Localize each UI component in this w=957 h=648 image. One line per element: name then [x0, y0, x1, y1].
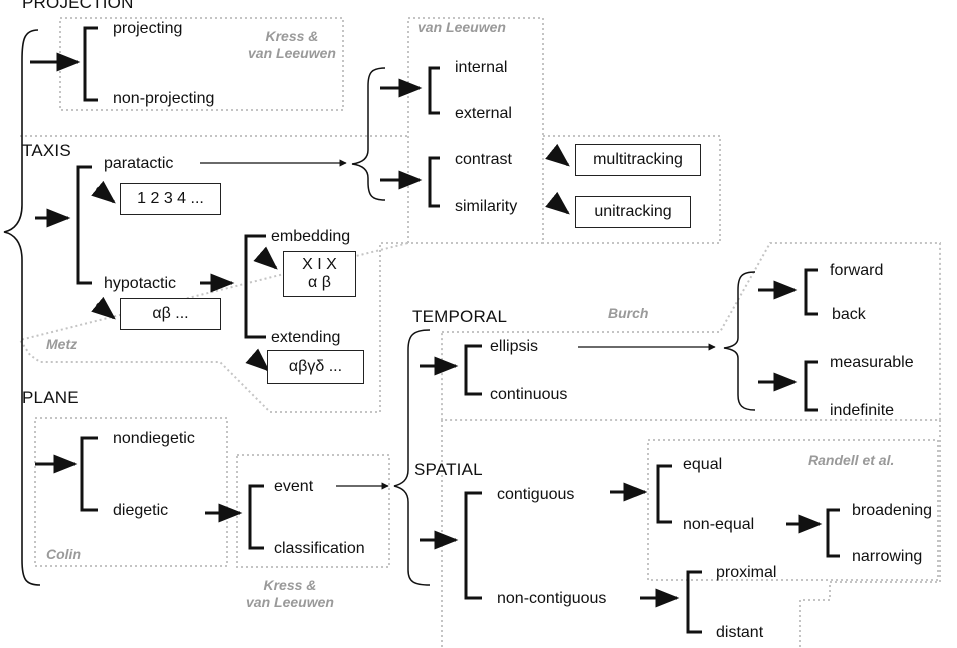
heading-spatial: SPATIAL: [414, 460, 483, 479]
box-unitracking: unitracking: [575, 196, 691, 228]
label-contiguous: contiguous: [497, 486, 575, 503]
label-non-projecting: non-projecting: [113, 90, 215, 107]
box-embedding-example: X I X α β: [283, 251, 356, 297]
label-broadening: broadening: [852, 502, 933, 519]
brackets: [30, 26, 840, 634]
label-contrast: contrast: [455, 151, 512, 168]
root-brace: [3, 29, 41, 586]
box-embed-bottom: α β: [308, 274, 331, 291]
label-extending: extending: [271, 329, 341, 346]
label-continuous: continuous: [490, 386, 568, 403]
label-projecting: projecting: [113, 20, 183, 37]
region-colin: [34, 417, 228, 567]
box-multitracking: multitracking: [575, 144, 701, 176]
label-equal: equal: [683, 456, 723, 473]
label-embedding: embedding: [271, 228, 351, 245]
heading-temporal: TEMPORAL: [412, 307, 508, 326]
heading-taxis: TAXIS: [22, 141, 71, 160]
source-burch: Burch: [608, 305, 649, 321]
label-ellipsis: ellipsis: [490, 338, 539, 355]
region-randell: [647, 439, 939, 581]
source-colin: Colin: [46, 546, 81, 562]
label-non-equal: non-equal: [683, 516, 755, 533]
box-numbers: 1 2 3 4 ...: [120, 183, 221, 215]
source-kress-van-leeuwen-2: Kress &van Leeuwen: [246, 577, 334, 610]
label-back: back: [832, 306, 866, 323]
region-burch: [441, 242, 941, 421]
label-distant: distant: [716, 624, 764, 641]
label-classification: classification: [274, 540, 365, 557]
label-forward: forward: [830, 262, 884, 279]
label-narrowing: narrowing: [852, 548, 923, 565]
source-metz: Metz: [46, 336, 78, 352]
label-diegetic: diegetic: [113, 502, 169, 519]
label-measurable: measurable: [830, 354, 914, 371]
label-proximal: proximal: [716, 564, 777, 581]
box-embed-top: X I X: [302, 255, 337, 273]
label-hypotactic: hypotactic: [104, 275, 177, 292]
label-nondiegetic: nondiegetic: [113, 430, 195, 447]
source-randell-et-al: Randell et al.: [808, 452, 895, 468]
source-regions: [18, 17, 941, 648]
label-paratactic: paratactic: [104, 155, 174, 172]
source-van-leeuwen: van Leeuwen: [418, 19, 506, 35]
region-metz: [18, 135, 721, 413]
label-indefinite: indefinite: [830, 402, 895, 419]
label-external: external: [455, 105, 512, 122]
region-spatial: [441, 419, 941, 648]
source-kress-van-leeuwen-1: Kress &van Leeuwen: [248, 28, 336, 61]
heading-projection: PROJECTION: [22, 0, 134, 12]
region-kress-projection: [59, 17, 344, 111]
label-internal: internal: [455, 59, 508, 76]
label-similarity: similarity: [455, 198, 518, 215]
box-extending-example: αβγδ ...: [267, 350, 364, 384]
label-non-contiguous: non-contiguous: [497, 590, 607, 607]
heading-plane: PLANE: [22, 388, 79, 407]
label-event: event: [274, 478, 314, 495]
box-alpha-beta: αβ ...: [120, 298, 221, 330]
